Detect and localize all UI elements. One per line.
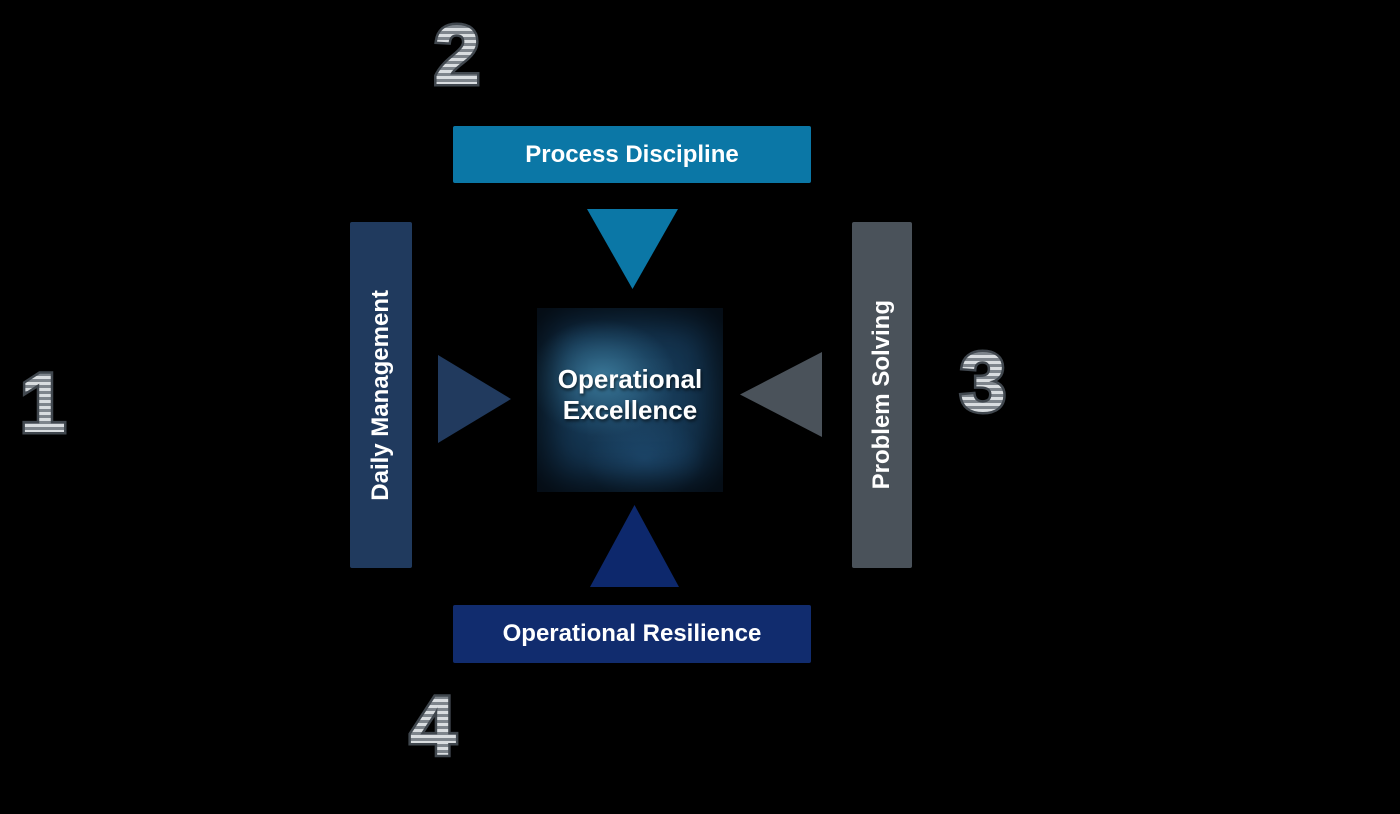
pillar-daily-management: Daily Management xyxy=(350,222,412,568)
step-number-1-text: 1 xyxy=(20,356,67,450)
arrow-right-icon xyxy=(438,355,511,443)
pillar-problem-solving-label: Problem Solving xyxy=(868,300,895,490)
pillar-operational-resilience-label: Operational Resilience xyxy=(502,620,762,647)
arrow-left-icon xyxy=(740,352,822,437)
operational-excellence-box: Operational Excellence xyxy=(537,308,723,492)
center-label-line1: Operational xyxy=(557,364,703,394)
step-number-3: 3 xyxy=(957,333,1009,432)
step-number-1: 1 xyxy=(17,354,69,453)
step-number-3-text: 3 xyxy=(960,335,1007,429)
pillar-operational-resilience: Operational Resilience xyxy=(453,605,811,663)
step-number-2: 2 xyxy=(431,6,483,105)
arrow-down-icon xyxy=(587,209,678,289)
pillar-problem-solving: Problem Solving xyxy=(852,222,912,568)
step-number-4: 4 xyxy=(407,677,459,776)
step-number-4-text: 4 xyxy=(410,679,457,773)
step-number-2-text: 2 xyxy=(434,8,481,102)
pillar-process-discipline-label: Process Discipline xyxy=(525,140,739,168)
arrow-up-icon xyxy=(590,505,679,587)
center-label-line2: Excellence xyxy=(562,395,698,425)
pillar-process-discipline: Process Discipline xyxy=(453,126,811,183)
pillar-daily-management-label: Daily Management xyxy=(367,289,394,501)
